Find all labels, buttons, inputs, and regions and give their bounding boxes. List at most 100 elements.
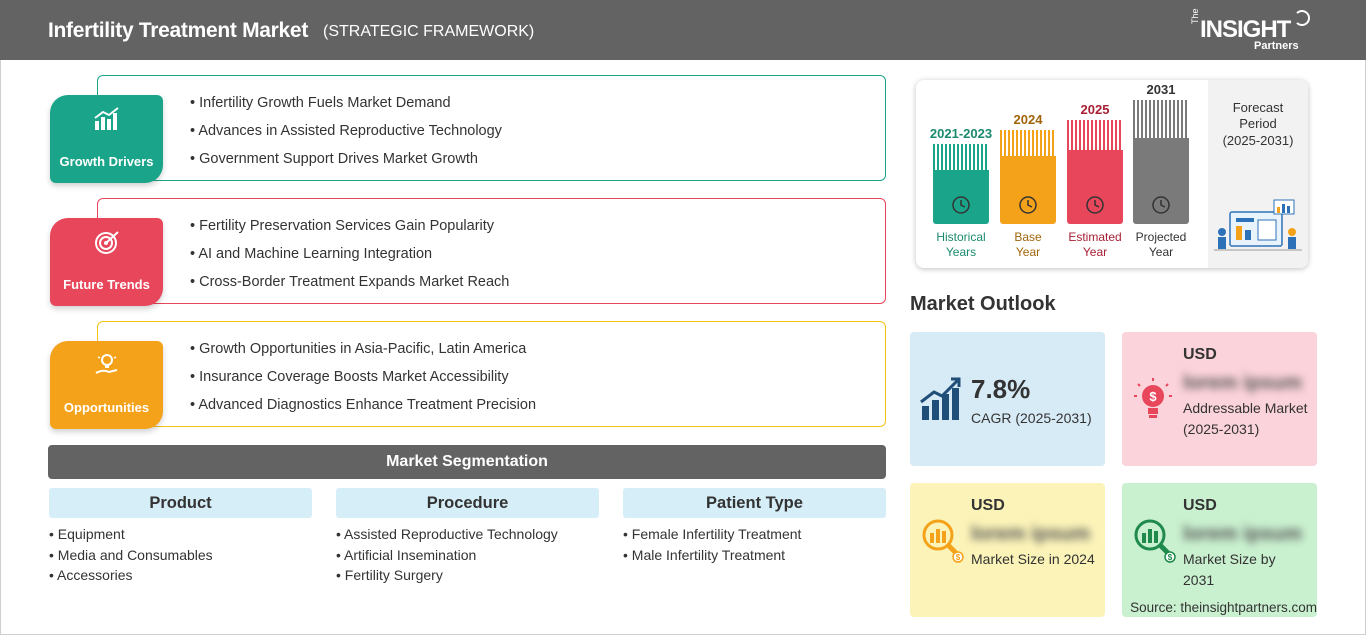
size-2031-usd: USD — [1183, 497, 1217, 514]
cagr-card: 7.8% CAGR (2025-2031) — [910, 332, 1105, 466]
opportunities-label: Opportunities — [63, 400, 150, 415]
forecast-period: (2025-2031) — [1222, 133, 1294, 148]
timeline-bar — [1133, 100, 1189, 224]
growth-chart-icon — [920, 377, 961, 420]
timeline-caption-line-1: Base — [1014, 230, 1042, 244]
segment-head-procedure: Procedure — [336, 488, 599, 518]
history-icon — [952, 196, 970, 214]
calendar-icon — [1019, 196, 1037, 214]
growth-chart-icon — [94, 107, 119, 130]
addressable-usd: USD — [1183, 346, 1217, 363]
future-trends-list: Fertility Preservation Services Gain Pop… — [190, 217, 509, 301]
list-item: Female Infertility Treatment — [623, 524, 886, 545]
segment-product: Product Equipment Media and Consumables … — [49, 488, 312, 586]
timeline-caption-line-2: Year — [1015, 245, 1041, 259]
future-trends-box: Fertility Preservation Services Gain Pop… — [97, 198, 886, 304]
list-item: Fertility Preservation Services Gain Pop… — [190, 217, 509, 245]
svg-text:$: $ — [956, 553, 961, 562]
timeline-caption-line-1: Historical — [936, 230, 986, 244]
forecast-title-line-2: Period — [1239, 116, 1277, 131]
money-bulb-icon: $ — [1134, 378, 1172, 418]
future-trends-label: Future Trends — [63, 277, 150, 292]
idea-hand-icon — [95, 353, 118, 374]
magnifier-chart-icon: $ — [922, 519, 964, 563]
market-size-2031-card: $ USD lorem ipsum Market Size by 2031 — [1122, 483, 1317, 617]
size-2031-label: Market Size by 2031 — [1183, 551, 1276, 588]
target-icon — [95, 231, 119, 254]
timeline-year: 2031 — [1146, 82, 1176, 97]
page-subtitle: (STRATEGIC FRAMEWORK) — [323, 23, 535, 40]
logo-partners: Partners — [1254, 40, 1299, 52]
analytics-people-icon — [1214, 199, 1302, 251]
size-2024-value: lorem ipsum — [971, 523, 1090, 545]
segment-head-product: Product — [49, 488, 312, 518]
segment-procedure: Procedure Assisted Reproductive Technolo… — [336, 488, 599, 586]
list-item: Advances in Assisted Reproductive Techno… — [190, 122, 502, 150]
projection-icon — [1152, 196, 1170, 214]
future-trends-badge: Future Trends — [50, 218, 163, 306]
list-item: Infertility Growth Fuels Market Demand — [190, 94, 502, 122]
timeline-bar — [1067, 120, 1123, 224]
size-2024-label: Market Size in 2024 — [971, 551, 1095, 567]
timeline-year: 2025 — [1080, 102, 1110, 117]
list-item: Artificial Insemination — [336, 545, 599, 566]
estimate-icon — [1086, 196, 1104, 214]
segment-patient-type: Patient Type Female Infertility Treatmen… — [623, 488, 886, 565]
addressable-value: lorem ipsum — [1183, 372, 1302, 394]
timeline-caption-line-1: Projected — [1135, 230, 1187, 244]
timeline-caption-line-1: Estimated — [1068, 230, 1122, 244]
list-item: Advanced Diagnostics Enhance Treatment P… — [190, 396, 536, 424]
growth-drivers-label: Growth Drivers — [59, 154, 154, 169]
addressable-label: Addressable Market (2025-2031) — [1183, 400, 1308, 437]
list-item: Male Infertility Treatment — [623, 545, 886, 566]
opportunities-box: Growth Opportunities in Asia-Pacific, La… — [97, 321, 886, 427]
timeline-caption-line-2: Year — [1148, 245, 1174, 259]
timeline-year: 2021-2023 — [929, 126, 993, 141]
svg-text:$: $ — [1149, 389, 1157, 404]
opportunities-list: Growth Opportunities in Asia-Pacific, La… — [190, 340, 536, 424]
timeline-bar — [1000, 130, 1056, 224]
list-item: Government Support Drives Market Growth — [190, 150, 502, 178]
forecast-title-line-1: Forecast — [1232, 100, 1284, 115]
opportunities-badge: Opportunities — [50, 341, 163, 429]
forecast-panel: Forecast Period (2025-2031) — [1208, 80, 1308, 268]
list-item: Equipment — [49, 524, 312, 545]
market-outlook-title: Market Outlook — [910, 293, 1056, 315]
logo-the: The — [1190, 8, 1200, 24]
source-note: Source: theinsightpartners.com — [1130, 600, 1317, 615]
growth-drivers-list: Infertility Growth Fuels Market Demand A… — [190, 94, 502, 178]
cagr-label: CAGR (2025-2031) — [971, 410, 1092, 426]
list-item: Accessories — [49, 565, 312, 586]
segment-head-patient-type: Patient Type — [623, 488, 886, 518]
timeline-caption-line-2: Year — [1082, 245, 1108, 259]
cagr-value: 7.8% — [971, 374, 1031, 404]
list-item: Media and Consumables — [49, 545, 312, 566]
market-size-2024-card: $ USD lorem ipsum Market Size in 2024 — [910, 483, 1105, 617]
market-segmentation-heading: Market Segmentation — [48, 445, 886, 479]
size-2024-usd: USD — [971, 497, 1005, 514]
timeline-bar — [933, 144, 989, 224]
list-item: Growth Opportunities in Asia-Pacific, La… — [190, 340, 536, 368]
list-item: AI and Machine Learning Integration — [190, 245, 509, 273]
growth-drivers-box: Infertility Growth Fuels Market Demand A… — [97, 75, 886, 181]
forecast-title: Forecast Period — [1208, 100, 1308, 132]
growth-drivers-badge: Growth Drivers — [50, 95, 163, 183]
list-item: Fertility Surgery — [336, 565, 599, 586]
page-title: Infertility Treatment Market — [48, 19, 309, 42]
timeline-caption-line-2: Years — [945, 245, 977, 259]
list-item: Cross-Border Treatment Expands Market Re… — [190, 273, 509, 301]
svg-text:$: $ — [1168, 553, 1173, 562]
logo-insight: INSIGHT — [1200, 16, 1291, 43]
list-item: Assisted Reproductive Technology — [336, 524, 599, 545]
list-item: Insurance Coverage Boosts Market Accessi… — [190, 368, 536, 396]
insight-partners-logo[interactable]: The INSIGHT Partners — [1190, 8, 1320, 54]
